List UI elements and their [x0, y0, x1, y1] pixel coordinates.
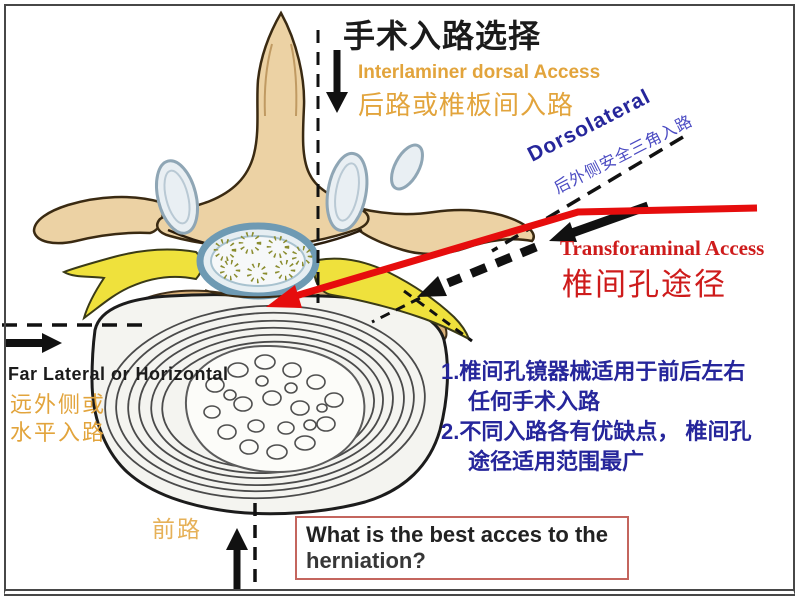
- red-transforaminal-arrow: [266, 204, 758, 308]
- far-lateral-arrow: [2, 323, 146, 353]
- articular-processes: [155, 143, 424, 235]
- anterior-approach-arrow: [226, 503, 257, 590]
- annulus-rings: [104, 304, 426, 500]
- interlaminar-label-zh: 后路或椎板间入路: [358, 90, 575, 120]
- note-item-1-line-2: 任何手术入路: [468, 389, 601, 414]
- question-line-1: What is the best acces to the: [306, 522, 608, 547]
- notes-list: 1.椎间孔镜器械适用于前后左右 任何手术入路 2.不同入路各有优缺点， 椎间孔 …: [441, 357, 786, 477]
- left-transverse-process: [32, 195, 164, 245]
- nucleus-texture: [203, 354, 344, 460]
- note-item-1-line-1: 1.椎间孔镜器械适用于前后左右: [441, 359, 746, 384]
- dorsolateral-dashed-line: [491, 135, 684, 253]
- page-title: 手术入路选择: [343, 18, 542, 54]
- note-item-2-line-2: 途径适用范围最广: [468, 449, 645, 474]
- dorsolateral-dashed-arrow: [371, 242, 538, 324]
- posterior-approach-arrow: [316, 30, 348, 303]
- spinous-shading: [263, 43, 298, 117]
- far-lateral-label-zh-line2: 水平入路: [10, 420, 107, 445]
- note-item-2-number: 2.: [441, 419, 460, 444]
- far-lateral-label-zh-line1: 远外侧或: [10, 392, 107, 417]
- foraminal-cross-dashes: [403, 289, 473, 343]
- right-transverse-process: [354, 206, 535, 256]
- question-box: What is the best acces to the herniation…: [295, 516, 629, 580]
- nucleus-pulposus: [184, 344, 366, 474]
- vertebral-body-disc: [90, 293, 449, 516]
- far-lateral-label-en: Far Lateral or Horizontal: [8, 364, 229, 384]
- left-nerve-root: [61, 248, 203, 321]
- interlaminar-label-en: Interlaminer dorsal Access: [358, 62, 601, 83]
- dural-sac: [196, 222, 320, 300]
- transforaminal-label-en: Transforaminal Access: [560, 236, 765, 260]
- note-item-2-line-1: 2.不同入路各有优缺点， 椎间孔: [441, 419, 752, 444]
- transforaminal-label-zh: 椎间孔途径: [562, 267, 727, 302]
- question-line-2: herniation?: [306, 548, 426, 573]
- anterior-label-zh: 前路: [152, 516, 202, 542]
- cauda-equina-rootlets: [213, 231, 313, 284]
- note-item-1-number: 1.: [441, 359, 460, 384]
